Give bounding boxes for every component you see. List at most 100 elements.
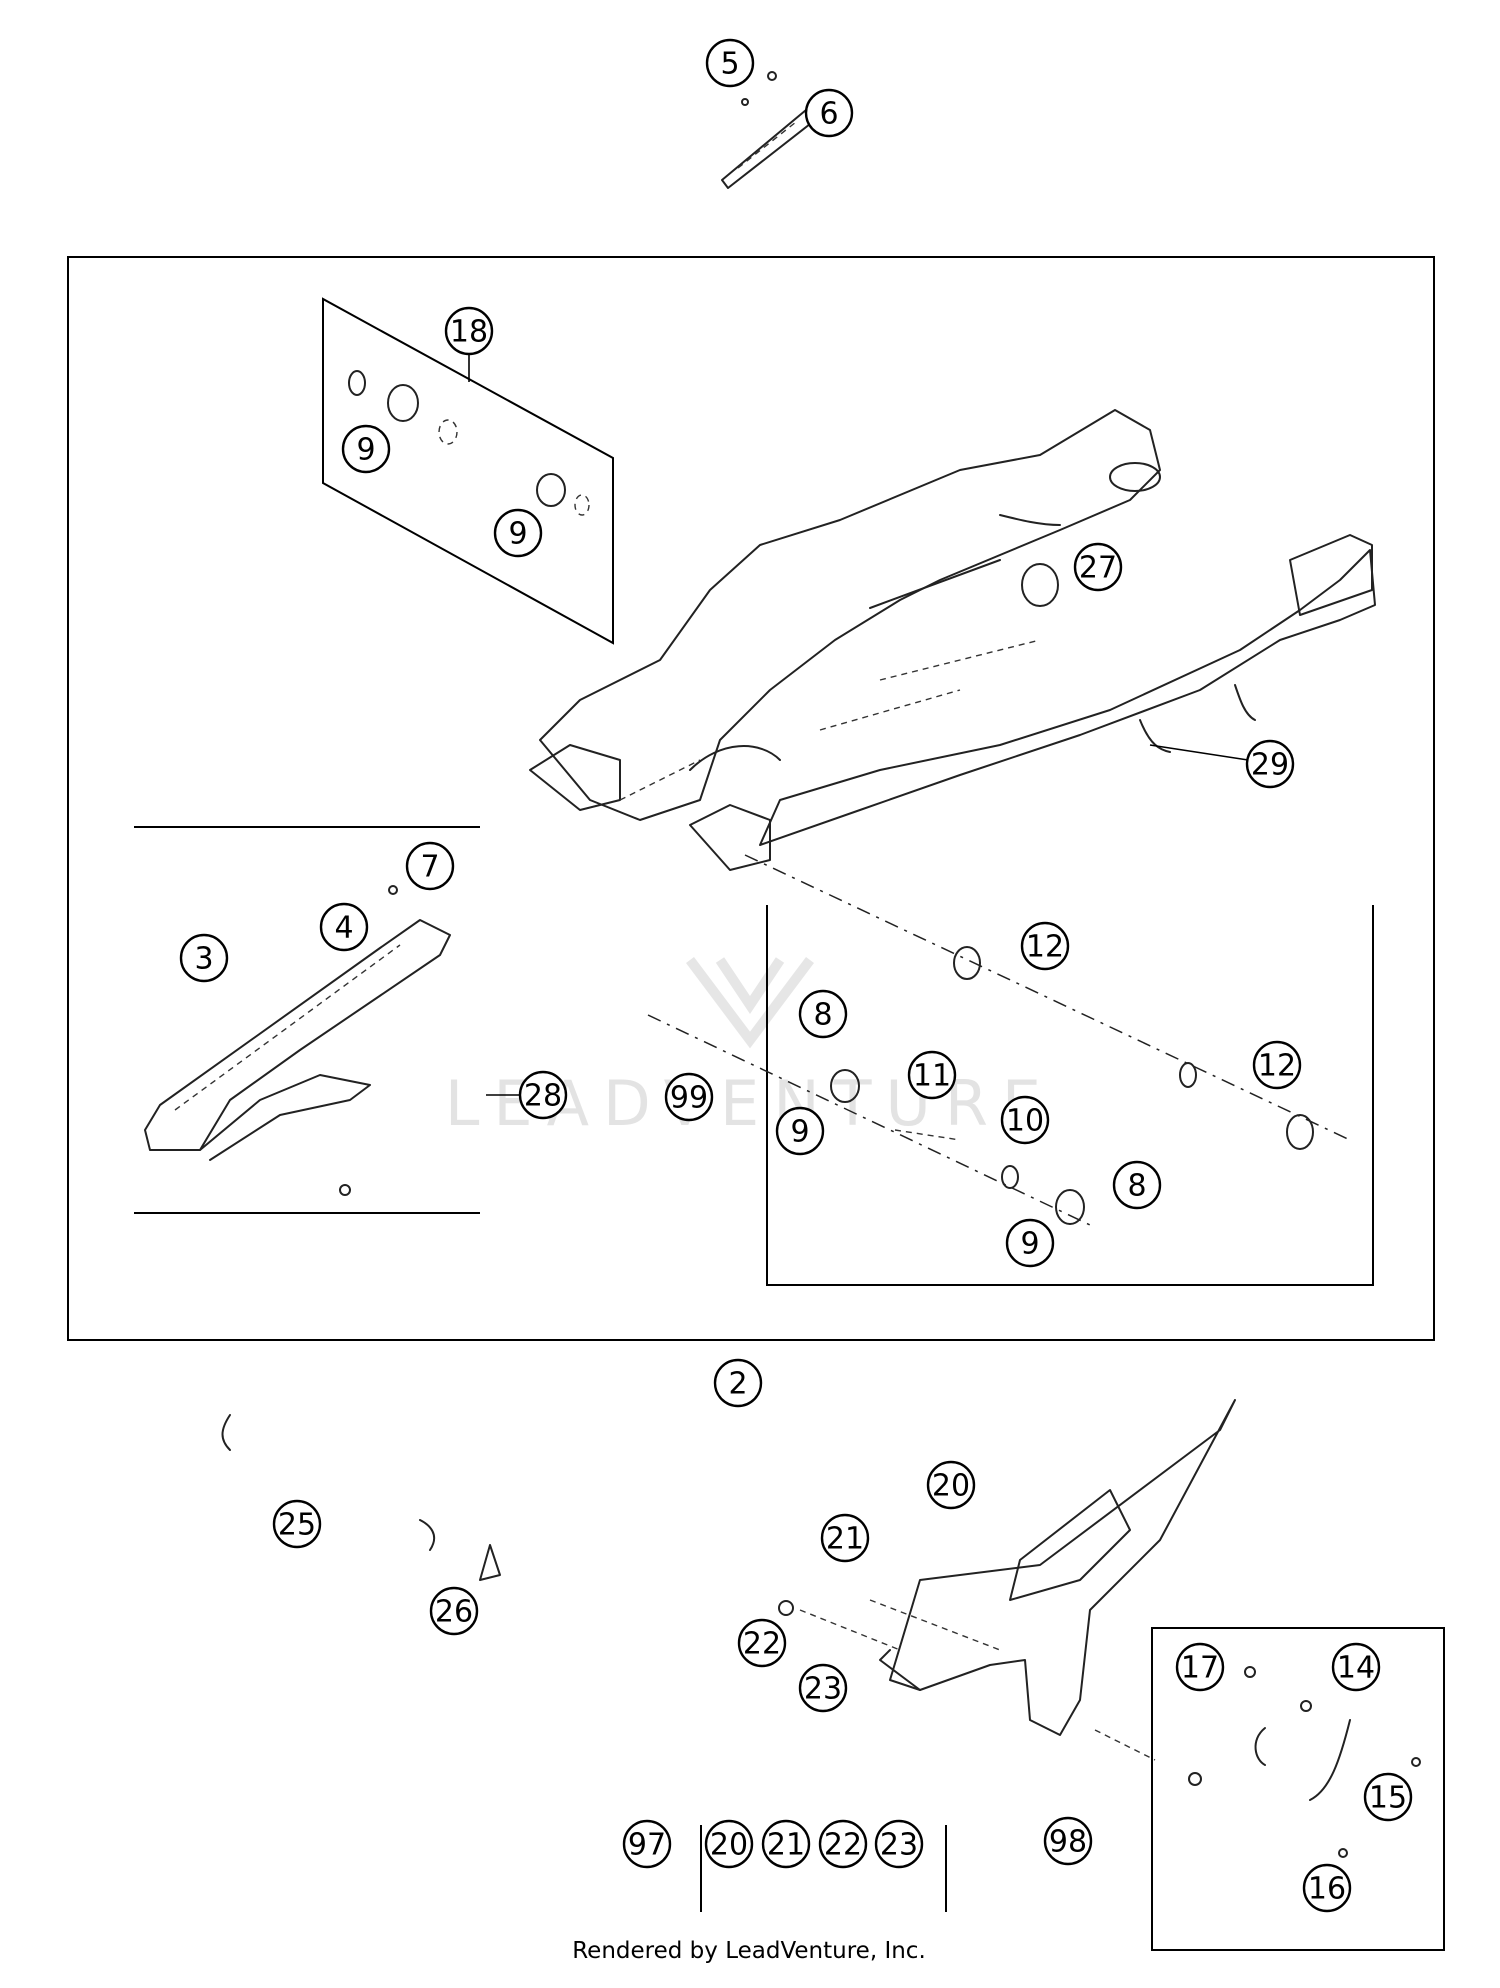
callout-22-b: 22 <box>818 1819 868 1869</box>
callout-label: 15 <box>1369 1781 1407 1816</box>
callout-label: 9 <box>356 433 375 468</box>
callout-circle <box>704 1819 754 1869</box>
callout-label: 7 <box>420 850 439 885</box>
callout-circle <box>319 902 369 952</box>
callout-circle <box>761 1819 811 1869</box>
callout-circle <box>622 1819 672 1869</box>
callout-label: 12 <box>1026 930 1064 965</box>
callout-circle <box>907 1050 957 1100</box>
callout-circle <box>820 1513 870 1563</box>
callout-circle <box>429 1586 479 1636</box>
callout-label: 6 <box>819 97 838 132</box>
callout-circle <box>1000 1095 1050 1145</box>
callout-circle <box>798 1663 848 1713</box>
callout-97: 97 <box>622 1819 672 1869</box>
callout-6: 6 <box>804 88 854 138</box>
callout-label: 25 <box>278 1508 316 1543</box>
callout-circle <box>405 841 455 891</box>
callout-circle <box>775 1106 825 1156</box>
callout-circle <box>1112 1160 1162 1210</box>
callout-label: 12 <box>1258 1049 1296 1084</box>
callout-label: 22 <box>743 1627 781 1662</box>
bearing-kit-panel <box>322 297 614 645</box>
callout-20-a: 20 <box>926 1460 976 1510</box>
callout-16: 16 <box>1302 1863 1352 1913</box>
callout-2: 2 <box>713 1358 763 1408</box>
callout-27: 27 <box>1073 542 1123 592</box>
callout-label: 10 <box>1006 1104 1044 1139</box>
callout-label: 3 <box>194 942 213 977</box>
callout-circle <box>926 1460 976 1510</box>
callout-circle <box>444 306 494 356</box>
callout-label: 9 <box>1020 1227 1039 1262</box>
callout-8-b: 8 <box>1112 1160 1162 1210</box>
callout-18: 18 <box>444 306 494 356</box>
callout-circle <box>1073 542 1123 592</box>
callout-circle <box>1363 1772 1413 1822</box>
bearing-kit-parts <box>348 370 590 516</box>
pivot-parts <box>647 854 1351 1226</box>
loose-fasteners <box>221 1414 1421 1858</box>
callout-23-b: 23 <box>874 1819 924 1869</box>
callout-circle <box>1043 1816 1093 1866</box>
callout-21-b: 21 <box>761 1819 811 1869</box>
guard-inset-rules <box>134 826 480 1214</box>
callout-label: 99 <box>670 1081 708 1116</box>
callout-circle <box>1331 1642 1381 1692</box>
callout-label: 16 <box>1308 1872 1346 1907</box>
callout-3: 3 <box>179 933 229 983</box>
chain-slider-part <box>721 71 811 189</box>
callout-label: 23 <box>880 1828 918 1863</box>
callout-label: 27 <box>1079 551 1117 586</box>
callout-circle <box>818 1819 868 1869</box>
callout-circle <box>804 88 854 138</box>
kit-bracket-rules <box>700 1825 947 1912</box>
callout-label: 17 <box>1181 1651 1219 1686</box>
callout-9-a: 9 <box>341 424 391 474</box>
callout-label: 8 <box>1127 1169 1146 1204</box>
callout-label: 21 <box>767 1828 805 1863</box>
callout-label: 28 <box>524 1079 562 1114</box>
callout-circle <box>493 508 543 558</box>
callout-98: 98 <box>1043 1816 1093 1866</box>
callout-circle <box>1020 921 1070 971</box>
callout-10: 10 <box>1000 1095 1050 1145</box>
callout-circle <box>1302 1863 1352 1913</box>
callout-28: 28 <box>518 1070 568 1120</box>
callout-15: 15 <box>1363 1772 1413 1822</box>
callout-21-a: 21 <box>820 1513 870 1563</box>
callout-circle <box>798 989 848 1039</box>
callout-9-b: 9 <box>493 508 543 558</box>
callout-7: 7 <box>405 841 455 891</box>
callout-label: 9 <box>790 1115 809 1150</box>
callout-20-b: 20 <box>704 1819 754 1869</box>
callout-label: 5 <box>720 47 739 82</box>
callout-26: 26 <box>429 1586 479 1636</box>
callout-circle <box>179 933 229 983</box>
callout-circle <box>1175 1642 1225 1692</box>
callout-label: 23 <box>804 1672 842 1707</box>
pivot-inset-frame <box>766 905 1374 1286</box>
rendered-by-credit: Rendered by LeadVenture, Inc. <box>572 1938 926 1964</box>
callout-9-d: 9 <box>1005 1218 1055 1268</box>
callout-4: 4 <box>319 902 369 952</box>
callout-23-a: 23 <box>798 1663 848 1713</box>
callout-12-a: 12 <box>1020 921 1070 971</box>
chain-guide-part <box>144 885 451 1196</box>
callout-label: 20 <box>932 1469 970 1504</box>
callout-label: 18 <box>450 315 488 350</box>
callout-label: 9 <box>508 517 527 552</box>
callout-12-b: 12 <box>1252 1040 1302 1090</box>
callout-25: 25 <box>272 1499 322 1549</box>
callout-label: 14 <box>1337 1651 1375 1686</box>
callout-circle <box>664 1072 714 1122</box>
callout-circle <box>1245 739 1295 789</box>
callout-circle <box>518 1070 568 1120</box>
callout-9-c: 9 <box>775 1106 825 1156</box>
callout-11: 11 <box>907 1050 957 1100</box>
callout-8-a: 8 <box>798 989 848 1039</box>
callout-circle <box>874 1819 924 1869</box>
callout-14: 14 <box>1331 1642 1381 1692</box>
